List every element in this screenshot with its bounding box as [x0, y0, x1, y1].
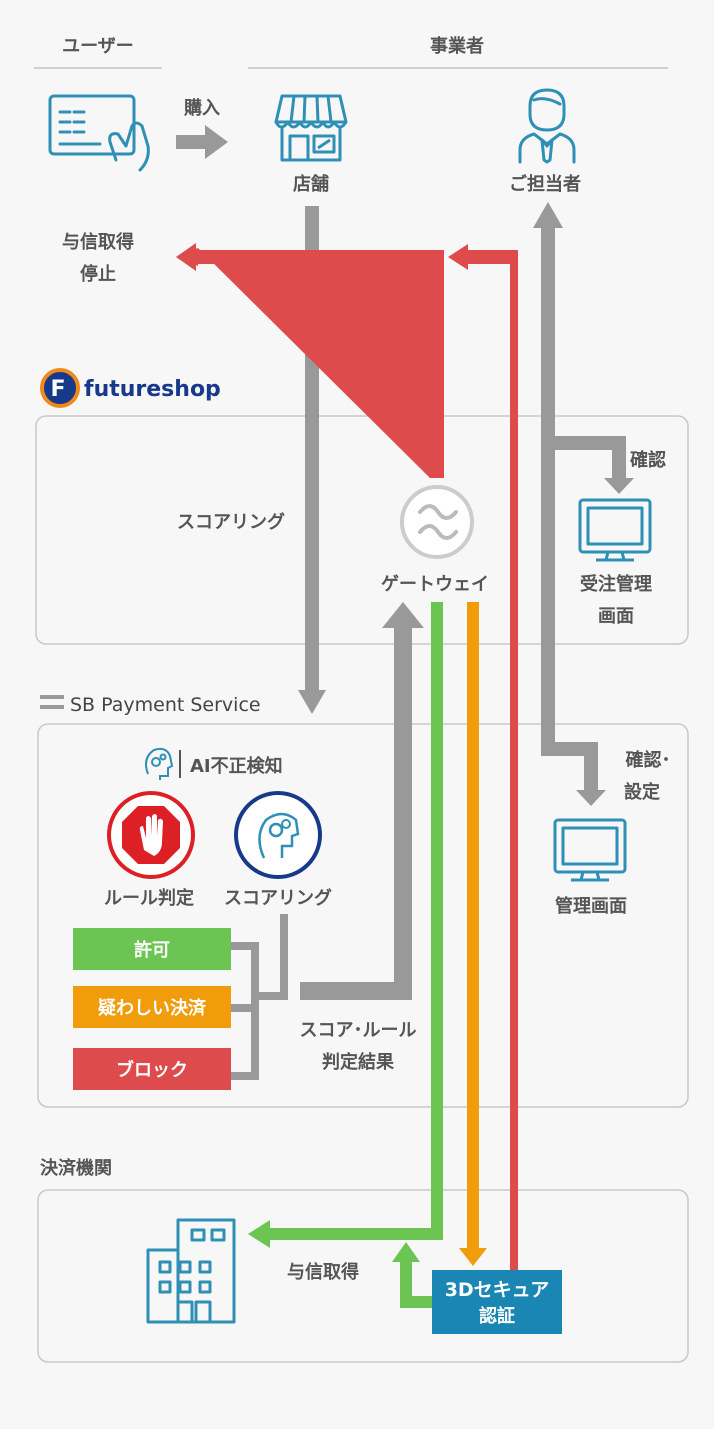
sbps-confirm-label-line1: 確認･: [626, 749, 671, 771]
gateway-to-credit-stop-arrow: [176, 248, 444, 478]
staff-person-icon: [518, 88, 576, 164]
block-box: [73, 1048, 231, 1090]
gateway-icon: [400, 485, 474, 559]
fs-scoring-label: スコアリング: [177, 511, 285, 533]
result-label-line1: スコア･ルール: [300, 1020, 417, 1041]
credit-acquire-label: 与信取得: [287, 1261, 359, 1283]
allow-label: 許可: [134, 939, 170, 961]
store-label: 店舗: [293, 173, 329, 195]
sbps-confirm-label-line2: 設定: [624, 781, 660, 803]
ai-scoring-icon: [234, 791, 322, 879]
secure-auth-label-line1: 3Dセキュア: [445, 1279, 550, 1301]
sbps-scoring-label: スコアリング: [224, 887, 332, 909]
staff-label: ご担当者: [509, 173, 581, 195]
gateway-label: ゲートウェイ: [381, 573, 489, 595]
sbps-logo: SB Payment Service: [40, 694, 261, 716]
secure-auth-label-line2: 認証: [479, 1305, 515, 1327]
result-bracket-connector: [231, 914, 288, 1080]
admin-monitor-icon: [553, 818, 627, 882]
rule-judgement-label: ルール判定: [104, 887, 194, 909]
result-label-line2: 判定結果: [322, 1051, 395, 1073]
sbps-logo-text: SB Payment Service: [70, 694, 261, 716]
admin-screen-label: 管理画面: [555, 895, 627, 917]
futureshop-logo-text: futureshop: [84, 377, 221, 402]
business-header: 事業者: [430, 35, 484, 57]
staff-to-admin-arrow: [533, 202, 634, 806]
suspicious-box: [73, 986, 231, 1028]
sbps-logo-bar-2: [40, 705, 64, 709]
credit-stop-label-line1: 与信取得: [62, 231, 134, 253]
secure-to-staff-arrow-head: [448, 244, 468, 270]
bank-building-icon: [146, 1218, 236, 1324]
purchase-arrow: [176, 125, 228, 159]
purchase-label: 購入: [183, 97, 220, 119]
bank-box: [37, 1189, 689, 1363]
ai-detection-label: AI不正検知: [190, 755, 283, 777]
secure-to-staff-arrow-body: [468, 250, 518, 1270]
order-mgmt-label-line1: 受注管理: [580, 573, 652, 595]
futureshop-logo: F futureshop: [40, 368, 221, 408]
result-to-gateway-arrow: [300, 602, 424, 1000]
order-management-monitor-icon: [578, 498, 652, 562]
secure-to-credit-arrow: [392, 1242, 432, 1308]
suspicious-label: 疑わしい決済: [98, 997, 207, 1019]
gateway-stop-arrow-head: [176, 243, 196, 271]
futureshop-logo-letter: F: [50, 377, 65, 402]
order-mgmt-label-line2: 画面: [598, 606, 634, 627]
ai-head-icon: [145, 747, 174, 780]
sbps-logo-bar-1: [40, 695, 64, 699]
block-label: ブロック: [116, 1059, 188, 1081]
futureshop-logo-mark: [40, 368, 80, 408]
stop-hand-icon: [107, 791, 195, 879]
user-header: ユーザー: [62, 36, 134, 57]
gateway-to-secure-arrow: [459, 602, 487, 1266]
allow-box: [73, 928, 231, 970]
secure-auth-box: [432, 1270, 562, 1334]
futureshop-box: [35, 415, 689, 645]
credit-card-hand-icon: [48, 94, 150, 172]
fs-confirm-label: 確認: [630, 449, 666, 471]
store-icon: [274, 94, 348, 162]
gateway-to-bank-arrow-head: [248, 1220, 270, 1248]
credit-stop-label-line2: 停止: [80, 263, 116, 285]
bank-section-label: 決済機関: [40, 1157, 112, 1179]
